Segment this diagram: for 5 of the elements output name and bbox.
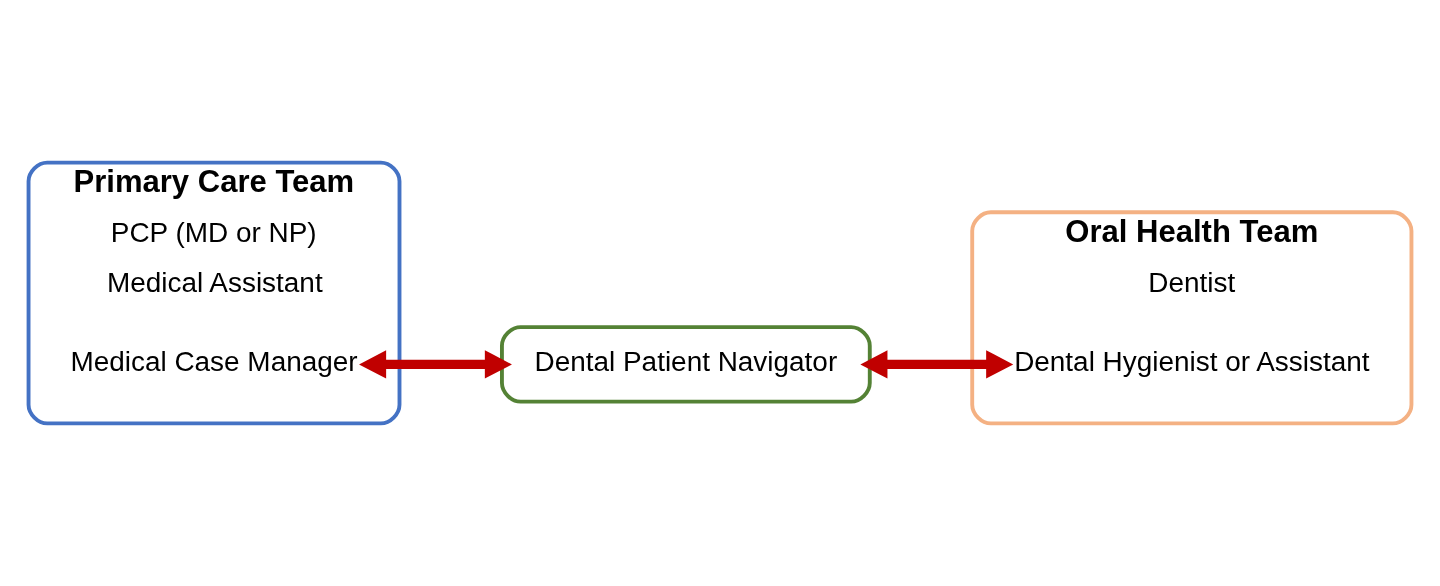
arrow [860, 350, 1014, 379]
node-text: Medical Case Manager [70, 346, 358, 378]
arrow [359, 350, 512, 379]
node-text: Dental Hygienist or Assistant [1014, 346, 1370, 378]
node-box: Dental Patient Navigator [500, 325, 872, 404]
